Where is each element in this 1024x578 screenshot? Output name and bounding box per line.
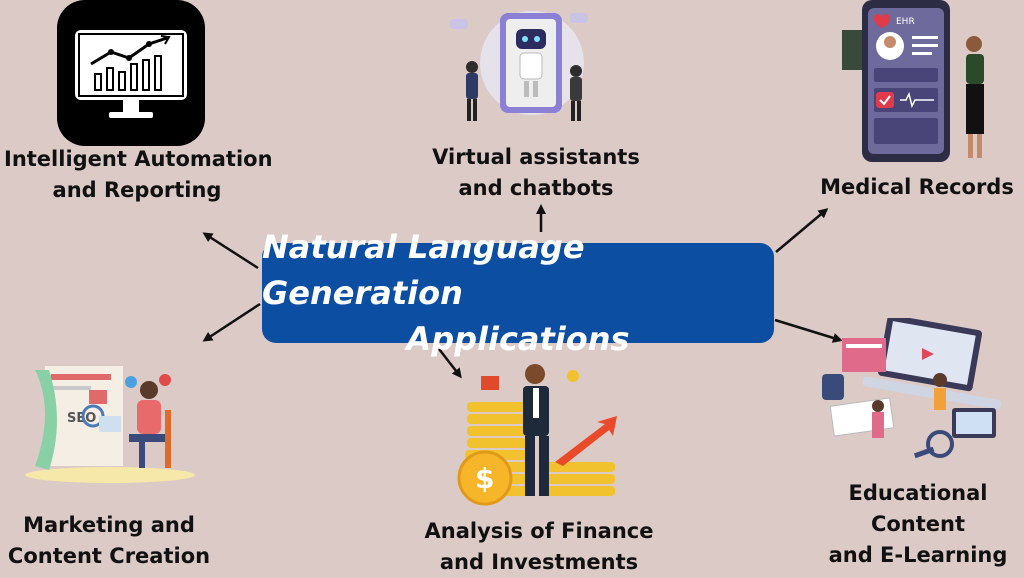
node-education-line-3: and E-Learning [828,543,1008,567]
node-marketing-line-1: Marketing and [23,513,195,537]
node-finance: Analysis of Finance and Investments [416,516,662,578]
finance-investment-illustration: $ [457,364,617,506]
node-medical: Medical Records [814,172,1020,203]
node-marketing-line-2: Content Creation [7,544,211,568]
ehr-label: EHR [896,17,915,27]
medical-records-phone-illustration: EHR [842,0,984,162]
node-finance-line-2: and Investments [439,550,639,574]
node-finance-line-1: Analysis of Finance [424,519,654,543]
elearning-illustration [822,318,1002,459]
marketing-seo-illustration: SEO [25,366,195,483]
node-automation-line-1: Intelligent Automation [4,147,273,171]
node-education-line-2: Content [870,512,966,536]
node-automation: Intelligent Automation and Reporting [4,144,273,206]
dollar-sign: $ [475,462,494,495]
arrow-to-marketing [202,302,261,342]
arrow-to-medical [775,208,829,253]
chatbot-robot-illustration [450,11,588,121]
analytics-monitor-icon [57,0,205,146]
center-title-line-2: Applications [406,320,630,358]
arrow-to-automation [202,232,259,270]
node-automation-line-2: and Reporting [52,178,222,202]
arrow-to-finance [438,348,462,379]
node-marketing: Marketing and Content Creation [4,510,214,572]
node-education-line-1: Educational [848,481,988,505]
center-title-box: Natural Language Generation Applications [262,228,774,358]
node-education: Educational Content and E-Learning [820,478,1016,571]
arrow-to-education [774,318,843,343]
node-assistants-line-2: and chatbots [458,176,614,200]
center-title-line-1: Natural Language Generation [262,228,585,312]
seo-label: SEO [67,411,96,426]
node-medical-line-1: Medical Records [820,175,1014,199]
node-assistants: Virtual assistants and chatbots [416,142,656,204]
node-assistants-line-1: Virtual assistants [432,145,640,169]
